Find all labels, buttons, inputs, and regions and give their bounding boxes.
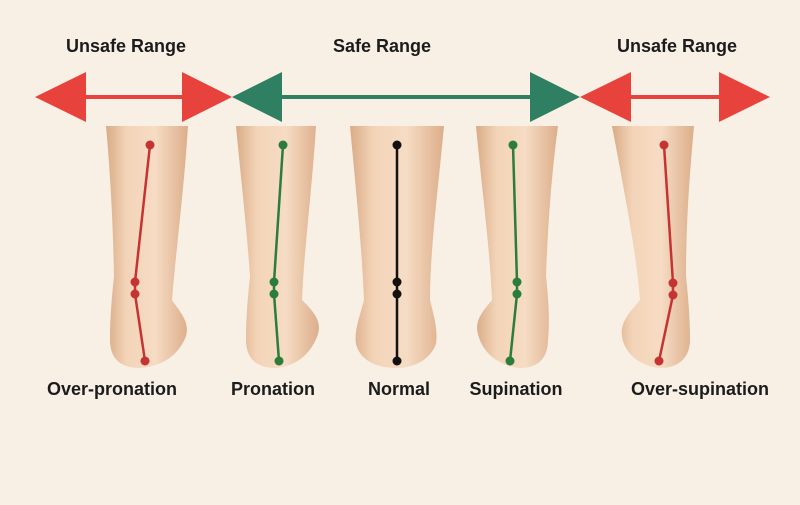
alignment-point — [269, 277, 279, 287]
label-over-pronation: Over-pronation — [46, 379, 178, 399]
left-unsafe-arrow — [35, 72, 232, 122]
alignment-point — [508, 140, 518, 150]
arrow-head-right — [719, 72, 770, 122]
label-supination: Supination — [469, 379, 563, 399]
leg-supination — [476, 126, 558, 368]
leg-over-pronation — [106, 126, 188, 368]
alignment-point — [145, 140, 155, 150]
leg-over-supination — [612, 126, 694, 368]
leg-shape — [106, 126, 188, 368]
alignment-point — [659, 140, 669, 150]
arrow-head-left — [35, 72, 86, 122]
alignment-line — [508, 144, 519, 362]
right-unsafe-range-label: Unsafe Range — [616, 36, 738, 56]
safe-range-label: Safe Range — [332, 36, 432, 56]
alignment-point — [505, 356, 515, 366]
arrow-head-left — [580, 72, 631, 122]
safe-range-arrow — [232, 72, 580, 122]
alignment-point — [392, 140, 402, 150]
alignment-point — [668, 278, 678, 288]
alignment-point — [512, 289, 522, 299]
alignment-point — [392, 356, 402, 366]
label-normal: Normal — [367, 379, 431, 399]
alignment-point — [274, 356, 284, 366]
label-pronation: Pronation — [231, 379, 315, 399]
alignment-point — [392, 277, 402, 287]
alignment-line — [133, 144, 152, 362]
alignment-point — [130, 289, 140, 299]
leg-pronation — [236, 126, 319, 368]
alignment-point — [130, 277, 140, 287]
alignment-line — [657, 144, 675, 362]
arrow-head-right — [530, 72, 580, 122]
label-over-supination: Over-supination — [630, 379, 770, 399]
alignment-point — [269, 289, 279, 299]
alignment-line — [272, 144, 285, 362]
alignment-point — [392, 289, 402, 299]
alignment-point — [512, 277, 522, 287]
leg-normal — [350, 126, 444, 368]
right-unsafe-arrow — [580, 72, 770, 122]
left-unsafe-range-label: Unsafe Range — [65, 36, 187, 56]
alignment-point — [140, 356, 150, 366]
arrow-head-left — [232, 72, 282, 122]
leg-shape — [612, 126, 694, 368]
alignment-point — [278, 140, 288, 150]
alignment-point — [668, 290, 678, 300]
alignment-point — [654, 356, 664, 366]
arrow-head-right — [182, 72, 232, 122]
